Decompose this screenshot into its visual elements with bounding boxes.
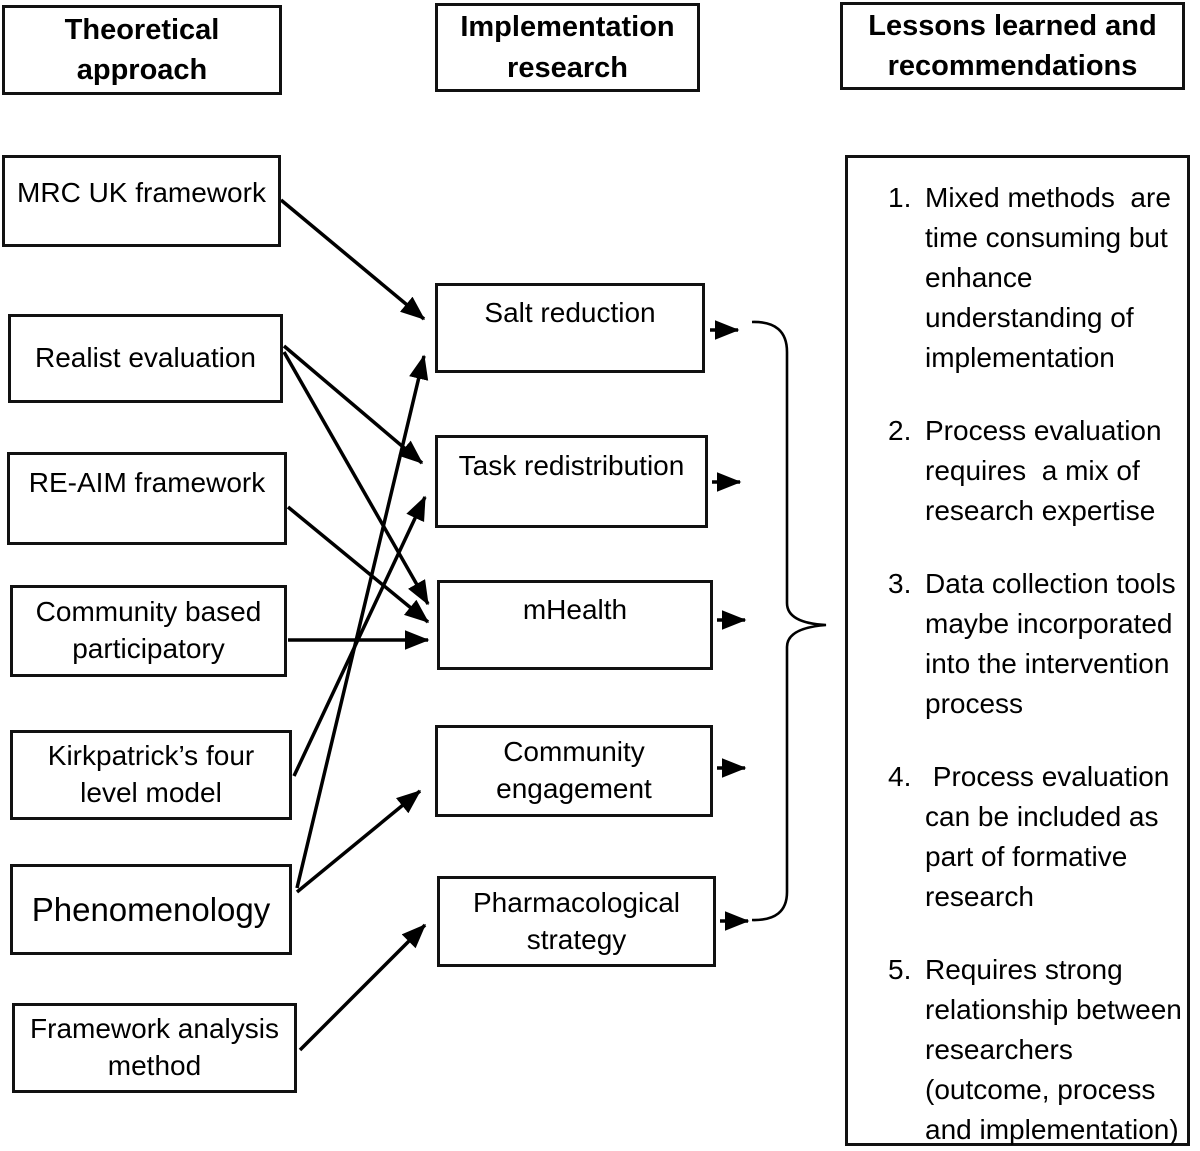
lesson-text: Process evaluation can be included as pa… (925, 761, 1170, 912)
lesson-number: 3. (888, 568, 912, 599)
node-framework-analysis-method: Framework analysis method (12, 1003, 297, 1093)
node-task-redistribution: Task redistribution (435, 435, 708, 528)
node-phenomenology: Phenomenology (10, 864, 292, 955)
arrow-phenomenology-to-salt-reduction (295, 354, 429, 889)
arrow-framework-analysis-to-pharmacological (298, 923, 427, 1052)
arrow-kirkpatrick-to-task-redistribution (292, 495, 427, 777)
lessons-learned-panel: 1. Mixed methods are time consuming but … (845, 155, 1190, 1146)
arrow-reaim-to-mhealth (286, 505, 430, 624)
lesson-item: 5. Requires strong relationship between … (888, 950, 1187, 1150)
arrow-phenomenology-to-community-engagement (295, 789, 422, 894)
arrow-mrc-to-salt-reduction (279, 198, 426, 321)
node-realist-evaluation: Realist evaluation (8, 314, 283, 403)
node-community-engagement: Community engagement (435, 725, 713, 817)
arrow-realist-to-mhealth (282, 351, 430, 606)
lesson-number: 2. (888, 415, 912, 446)
lesson-text: Process evaluation requires a mix of res… (925, 415, 1162, 526)
curly-brace-connector (751, 320, 827, 922)
node-mhealth: mHealth (437, 580, 713, 670)
header-theoretical-approach: Theoretical approach (2, 5, 282, 95)
node-pharmacological-strategy: Pharmacological strategy (437, 876, 716, 967)
lesson-text: Requires strong relationship between res… (925, 954, 1182, 1145)
header-lessons-learned: Lessons learned and recommendations (840, 2, 1185, 90)
lesson-text: Mixed methods are time consuming but enh… (925, 182, 1171, 373)
lesson-item: 2. Process evaluation requires a mix of … (888, 411, 1187, 531)
lesson-number: 1. (888, 182, 912, 213)
lesson-item: 1. Mixed methods are time consuming but … (888, 178, 1187, 378)
node-salt-reduction: Salt reduction (435, 283, 705, 373)
lesson-number: 4. (888, 761, 912, 792)
lesson-item: 4. Process evaluation can be included as… (888, 757, 1187, 917)
node-community-based-participatory: Community based participatory (10, 585, 287, 677)
node-kirkpatricks-four-level-model: Kirkpatrick’s four level model (10, 730, 292, 820)
node-re-aim-framework: RE-AIM framework (7, 452, 287, 545)
lesson-number: 5. (888, 954, 912, 985)
arrow-realist-to-task-redistribution (282, 344, 424, 465)
header-implementation-research: Implementation research (435, 3, 700, 92)
node-mrc-uk-framework: MRC UK framework (2, 155, 281, 247)
lesson-text: Data collection tools maybe incorporated… (925, 568, 1176, 719)
lesson-item: 3. Data collection tools maybe incorpora… (888, 564, 1187, 724)
